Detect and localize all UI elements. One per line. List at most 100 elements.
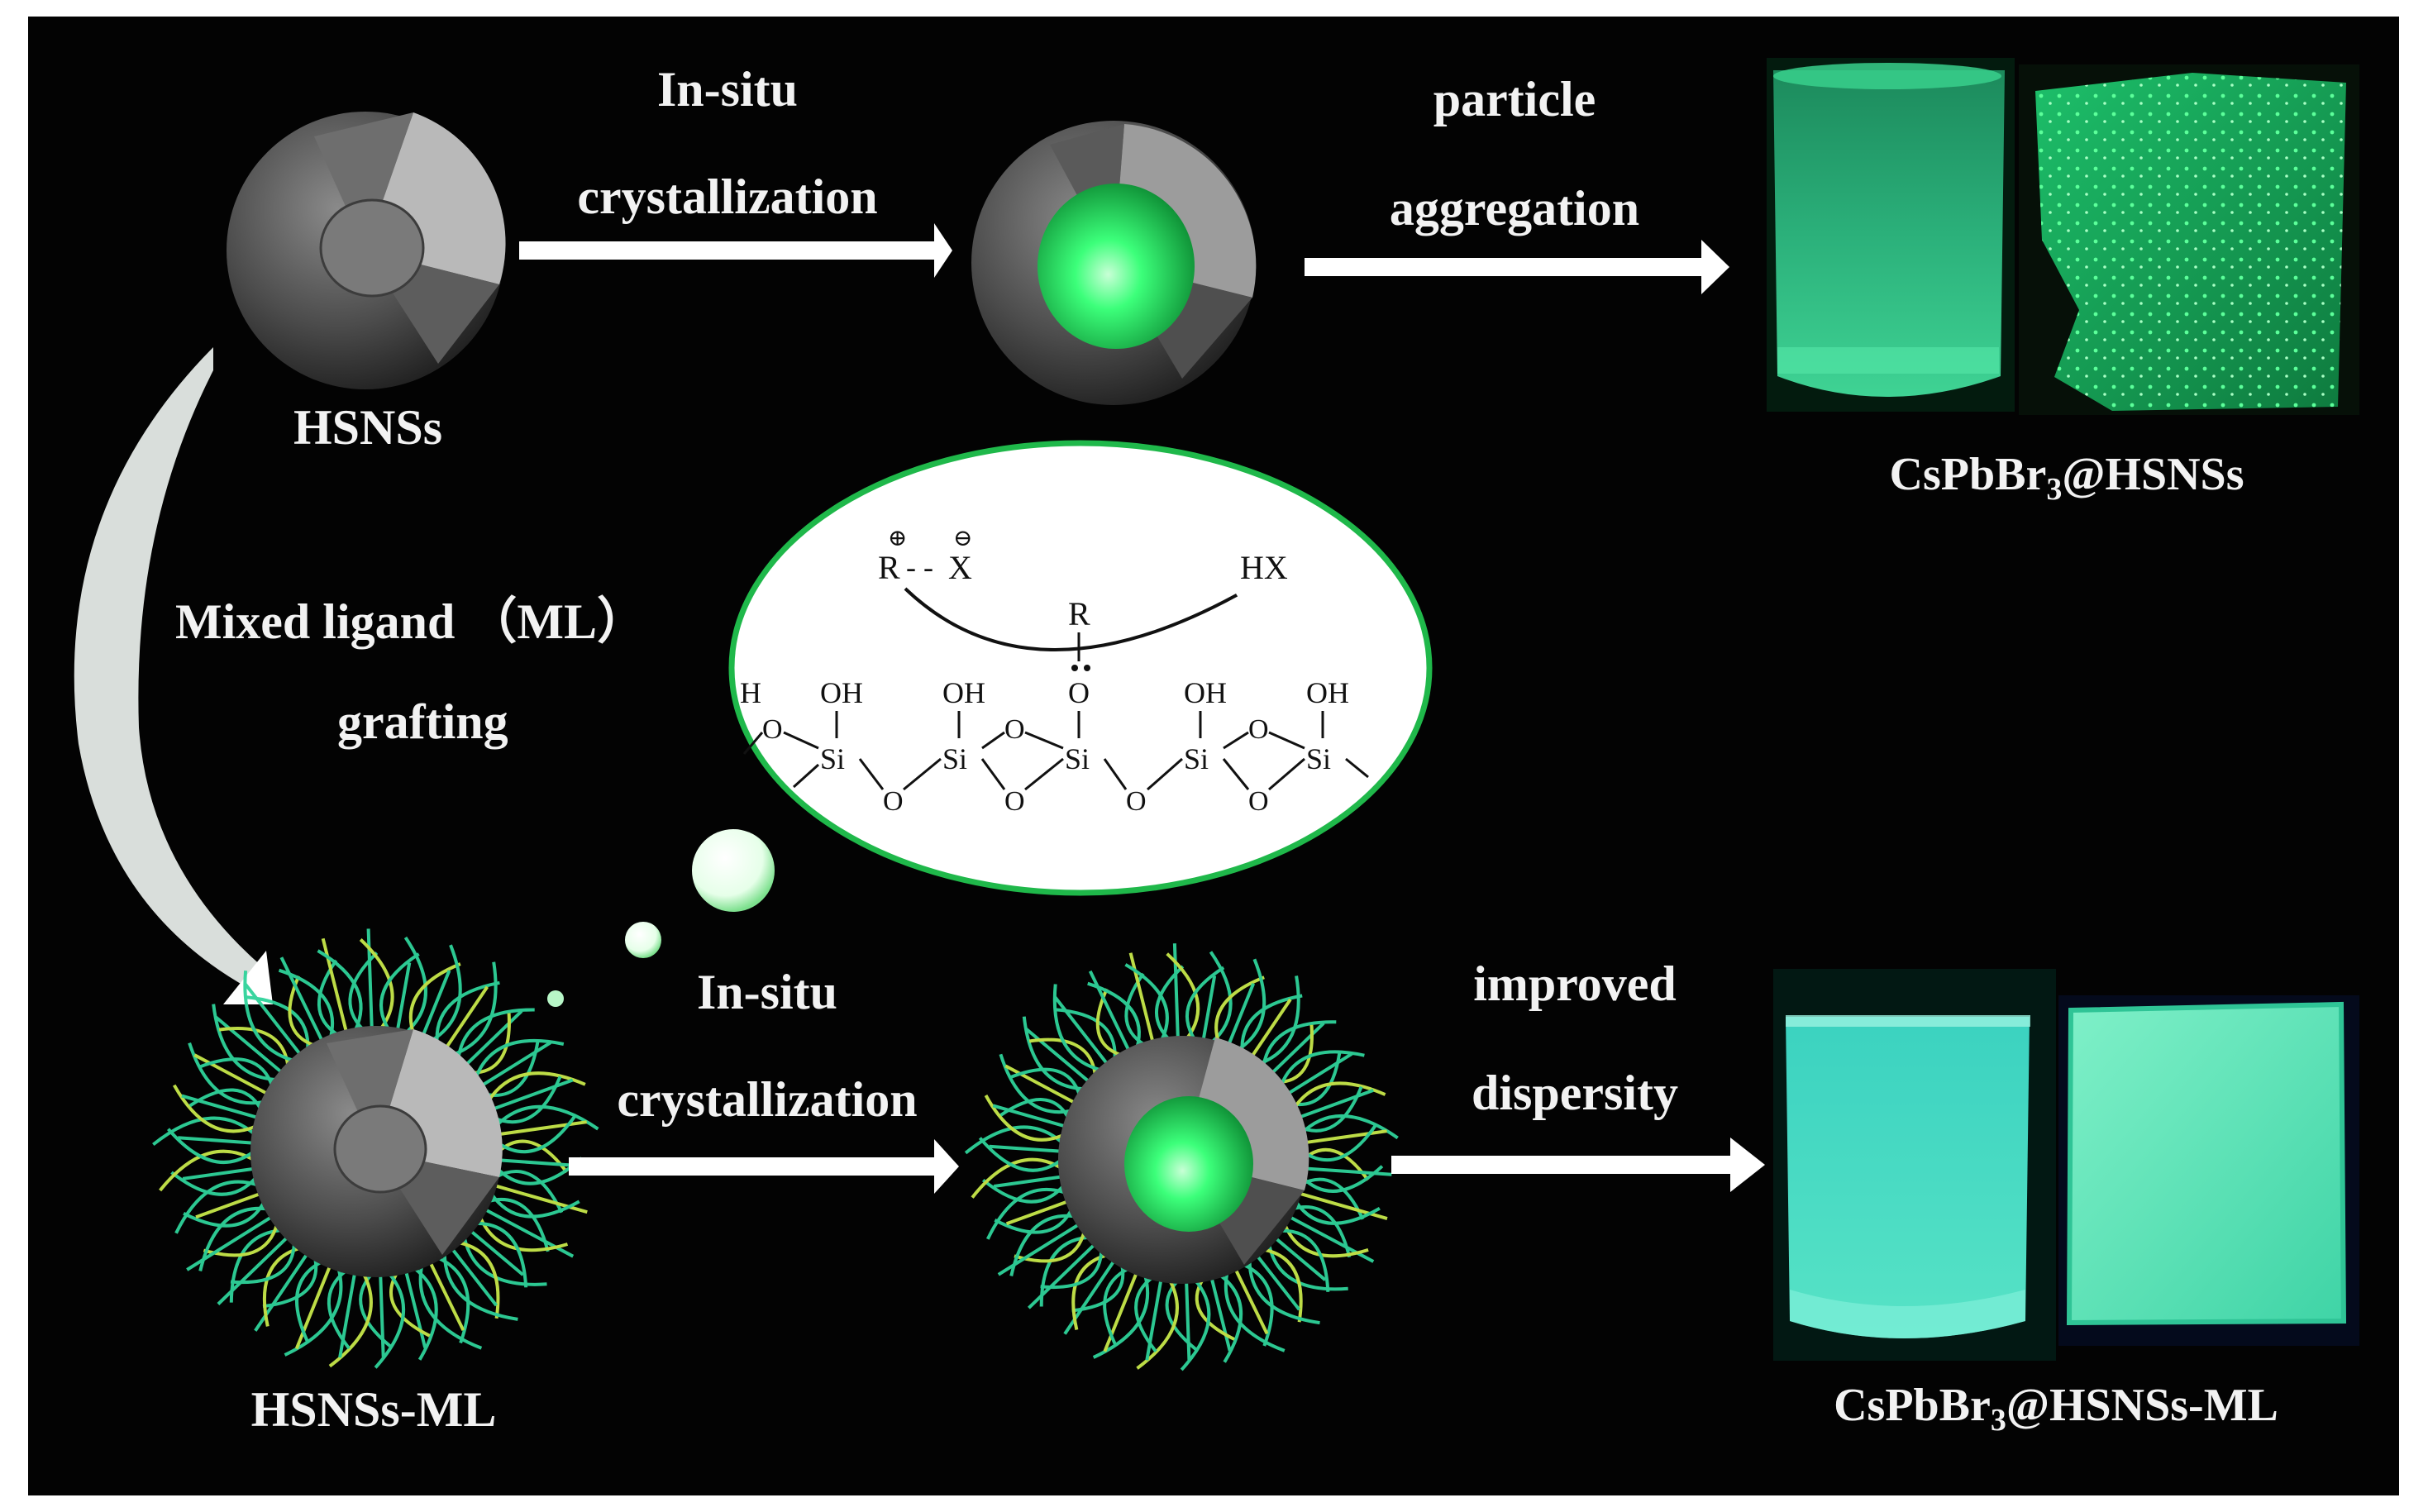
arrow-bottom-1 <box>569 1139 959 1194</box>
chem-r-top: R <box>1068 595 1090 632</box>
ligand-chain <box>981 1178 1066 1204</box>
thought-dot-small <box>547 990 564 1007</box>
ligand-chain <box>403 1270 427 1348</box>
ligand-chain <box>999 1053 1072 1114</box>
arrow-bottom-2 <box>1391 1138 1765 1192</box>
ligand-chain <box>178 1136 255 1145</box>
ligand-chain <box>1300 1165 1384 1193</box>
ligand-chain <box>428 944 462 1043</box>
ligand-chain <box>989 1144 1062 1153</box>
ligand-chain <box>483 1207 575 1258</box>
ligand-chain <box>188 1042 265 1105</box>
hsns-ml-label: HSNSs-ML <box>251 1382 497 1437</box>
ligand-chain <box>1294 1200 1381 1225</box>
ligand-chain <box>1071 1253 1109 1331</box>
ligand-chain <box>1022 1016 1085 1091</box>
ligand-chain <box>1088 970 1131 1052</box>
ligand-chain <box>159 1149 255 1192</box>
ligand-chain <box>408 962 461 1036</box>
ligand-chain <box>166 1128 255 1164</box>
ligand-chain <box>473 1038 565 1080</box>
ligand-chain <box>379 952 420 1031</box>
photo-beaker-bottom <box>1773 969 2056 1361</box>
ligand-chain <box>435 980 500 1047</box>
product-bottom-label: CsPbBr3@HSNSs-ML <box>1834 1380 2278 1438</box>
chem-x-minus: X <box>948 549 972 586</box>
ligand-chain <box>243 971 295 1062</box>
photo-film-bottom <box>2058 995 2359 1346</box>
ligand-chain <box>978 1137 1063 1172</box>
top-step2-line1: particle <box>1433 72 1596 126</box>
ligand-chain <box>321 937 349 1033</box>
ligand-chain <box>420 970 451 1039</box>
ligand-chain <box>1025 1028 1091 1084</box>
hsns-sphere <box>227 112 506 389</box>
ligand-chain <box>1302 1166 1392 1176</box>
chem-si-3: Si <box>1065 742 1090 775</box>
ligand-chain <box>1273 1236 1327 1281</box>
ligand-chain <box>195 1191 262 1219</box>
ligand-chain <box>174 1180 260 1234</box>
ligand-chain <box>1278 1050 1365 1090</box>
chem-plus-sign: ⊕ <box>888 526 907 551</box>
ligand-chain <box>1247 1259 1320 1325</box>
ligand-chain <box>338 1271 357 1358</box>
chem-dashes: - - <box>906 551 933 584</box>
ligand-chain <box>451 961 498 1057</box>
ligand-chain <box>1005 1200 1070 1226</box>
ligand-chain <box>462 1236 547 1286</box>
ligand-chain <box>1283 1052 1353 1098</box>
ligand-chain <box>1180 1278 1211 1371</box>
ligand-chain <box>442 1252 518 1321</box>
ligand-chain <box>1282 1223 1369 1258</box>
ligand-chain <box>229 1228 283 1303</box>
chem-o-top: O <box>1068 676 1090 709</box>
ligand-chain <box>490 1078 574 1112</box>
ligand-chain <box>1103 1271 1139 1352</box>
ligand-chain <box>328 1272 373 1368</box>
ligand-chain <box>999 1098 1071 1120</box>
chem-oh-3: OH <box>1184 676 1227 709</box>
ligand-chain <box>497 1120 587 1137</box>
chem-si-5: Si <box>1306 742 1331 775</box>
ligand-chain <box>152 1116 256 1147</box>
ligand-chain <box>486 1071 586 1103</box>
chem-si-4: Si <box>1184 742 1209 775</box>
ligand-chain <box>1145 1278 1163 1361</box>
photo-beaker-top <box>1767 58 2015 412</box>
ligand-chain <box>1053 995 1109 1066</box>
ligand-chain <box>1242 1262 1274 1347</box>
ligand-chain <box>1128 952 1155 1043</box>
ligand-chain <box>1267 1243 1348 1291</box>
chem-si-2: Si <box>942 742 967 775</box>
ligand-chain <box>1301 1147 1370 1181</box>
ligand-chain <box>985 1188 1067 1240</box>
ligand-chain <box>993 1175 1063 1188</box>
ligand-chain <box>478 1215 569 1252</box>
ligand-chain <box>1172 943 1180 1040</box>
ligand-chain <box>1009 1214 1076 1276</box>
ligand-chain <box>1092 1274 1150 1359</box>
grafting-line2: grafting <box>337 694 508 749</box>
ligand-chain <box>1234 958 1266 1053</box>
crystallized-sphere-top <box>971 121 1257 405</box>
chem-hx: HX <box>1240 549 1288 586</box>
ligand-chain <box>366 928 374 1030</box>
ligand-chain <box>475 1221 528 1288</box>
ligand-chain <box>379 1273 385 1357</box>
ligand-chain <box>182 1166 255 1181</box>
ligand-chain <box>186 1214 274 1271</box>
ligand-chain <box>1185 1280 1191 1360</box>
ligand-chain <box>294 1264 332 1350</box>
ligand-chain <box>497 1139 569 1174</box>
ligand-chain <box>469 1228 524 1276</box>
chem-o-5: O <box>1126 786 1147 817</box>
ligand-chain <box>1209 951 1233 1044</box>
ligand-chain <box>1280 1228 1330 1292</box>
photo-film-top <box>2019 64 2359 415</box>
ligand-chain <box>1255 1253 1301 1311</box>
ligand-chain <box>395 962 412 1032</box>
ligand-chain <box>1136 1279 1179 1370</box>
ligand-chain <box>994 1208 1074 1234</box>
